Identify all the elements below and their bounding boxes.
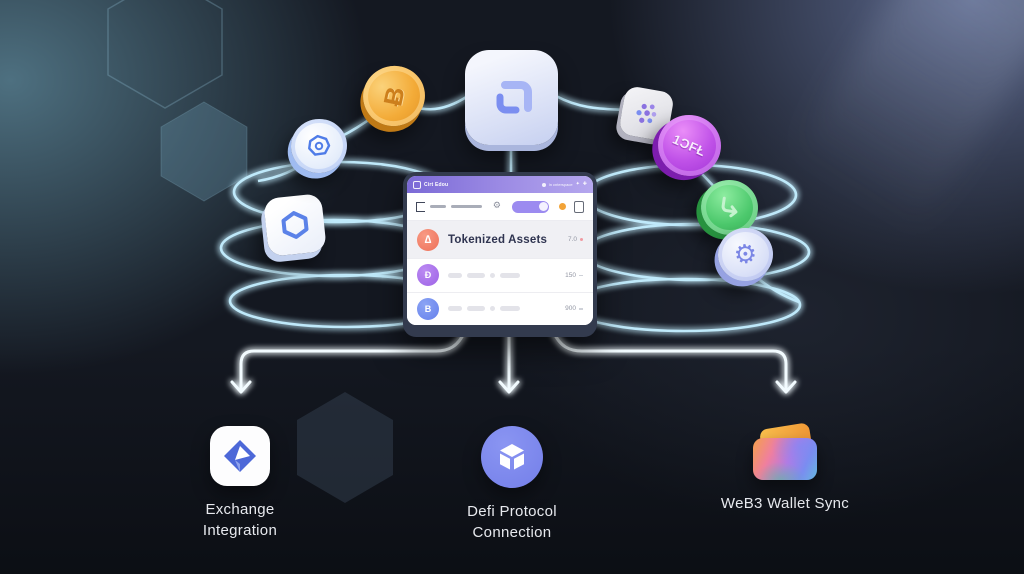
dots-tile-token — [618, 85, 675, 142]
arrowhead-right — [775, 380, 797, 394]
asset-coral-icon: ∆ — [417, 228, 439, 251]
app-logo-tile — [465, 50, 558, 145]
feature-label: WeB3 Wallet Sync — [720, 495, 850, 512]
toolbar-placeholder — [451, 205, 482, 208]
app-window-content: Cirt Edou In cnterspace ✦ ✚ ⚙ ∆ Tok — [407, 176, 593, 325]
select-bracket-icon[interactable] — [416, 201, 425, 212]
asset-row-tokenized[interactable]: ∆ Tokenized Assets 7.0 — [407, 221, 593, 258]
hexagon-dark — [297, 392, 393, 503]
flow-arrows — [230, 329, 797, 394]
app-window: Cirt Edou In cnterspace ✦ ✚ ⚙ ∆ Tok — [403, 172, 597, 337]
green-plug-coin — [697, 176, 762, 239]
feature-exchange-integration: Exchange Integration — [160, 426, 320, 541]
asset-row-2[interactable]: Ð 150 — [407, 258, 593, 292]
defi-cube-icon — [481, 426, 543, 488]
feature-defi-protocol: Defi Protocol Connection — [432, 426, 592, 543]
row-value: 150 — [565, 271, 576, 279]
pink-dot-icon — [580, 238, 583, 241]
row-value: 7.0 — [567, 236, 577, 243]
row-value: 900 — [565, 305, 576, 313]
exchange-diamond-icon — [210, 426, 270, 486]
text-placeholder — [467, 272, 485, 278]
gear-coin-glyph: ⚙ — [732, 238, 759, 271]
hexagon-icon — [281, 211, 309, 239]
text-placeholder — [490, 306, 495, 312]
hexagon-outline — [107, 0, 223, 109]
window-logo-icon — [413, 180, 421, 189]
cube-icon — [500, 444, 524, 470]
rounded-frame-icon — [496, 80, 532, 113]
arrow-right — [551, 329, 788, 393]
arrowhead-center — [498, 380, 520, 394]
window-titlebar: Cirt Edou In cnterspace ✦ ✚ — [407, 176, 593, 193]
bookmark-icon[interactable] — [574, 200, 584, 213]
text-placeholder — [448, 272, 462, 278]
asset-row-3[interactable]: B 900 — [407, 291, 593, 325]
toolbar-placeholder — [430, 205, 446, 208]
window-title: Cirt Edou — [424, 181, 449, 188]
row-value-block: 900 — [565, 305, 583, 312]
orange-status-dot — [559, 203, 566, 210]
wallet-body — [753, 438, 817, 480]
asset-blue-icon: B — [417, 297, 439, 320]
arrowhead-left — [230, 380, 252, 394]
hexagon-filled — [160, 101, 248, 202]
titlebar-right: In cnterspace ✦ ✚ — [541, 181, 587, 187]
feature-label: Defi Protocol Connection — [467, 503, 557, 541]
asset-purple-icon: Ð — [417, 264, 439, 287]
feature-label: Exchange Integration — [202, 501, 278, 539]
text-placeholder — [500, 306, 520, 312]
dots-cluster-icon — [636, 103, 656, 123]
row-value-block: 7.0 — [568, 236, 583, 243]
purple-coin-glyph: 1ƆFŁ — [670, 131, 709, 160]
dash-icon — [579, 274, 583, 276]
hexagon-tile-token — [263, 193, 327, 257]
row-value-block: 150 — [565, 272, 583, 279]
text-placeholder — [500, 272, 520, 278]
plug-arrow-icon — [721, 196, 738, 217]
diamond-arrow-icon — [224, 440, 256, 472]
plus-icon[interactable]: ✚ — [582, 181, 587, 187]
blue-emblem-coin — [287, 115, 351, 177]
row-title: Tokenized Assets — [448, 233, 548, 246]
arrow-left — [239, 329, 467, 393]
gold-coin-glyph: Ƀ — [376, 83, 411, 109]
text-placeholder — [467, 306, 485, 312]
dash-icon — [579, 308, 583, 310]
toggle-switch[interactable] — [512, 200, 549, 213]
window-toolbar: ⚙ — [407, 193, 593, 221]
text-placeholder — [448, 306, 462, 312]
web3-wallet-icon — [753, 422, 817, 480]
emblem-icon — [308, 134, 331, 156]
sparkle-icon[interactable]: ✦ — [575, 181, 580, 187]
account-label: In cnterspace — [548, 182, 573, 187]
globe-icon[interactable] — [541, 182, 546, 187]
text-placeholder — [490, 272, 495, 278]
gear-icon[interactable]: ⚙ — [492, 201, 501, 211]
toggle-knob — [538, 202, 548, 211]
feature-web3-wallet: WeB3 Wallet Sync — [705, 422, 865, 514]
